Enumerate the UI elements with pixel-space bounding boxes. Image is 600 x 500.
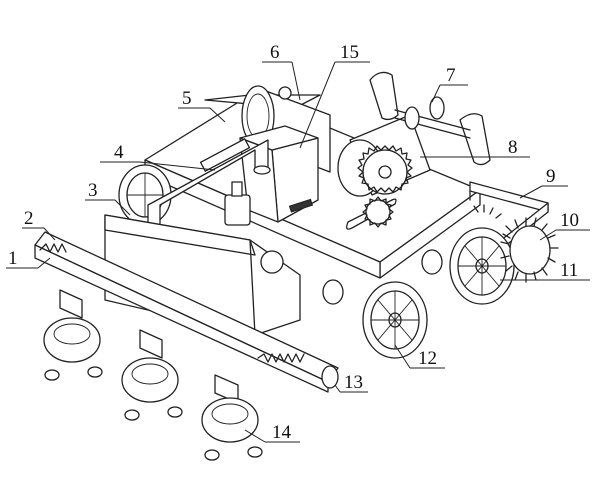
callout-4: 4 (114, 142, 124, 163)
callout-9: 9 (546, 166, 556, 187)
spray-nozzle-1 (44, 290, 102, 380)
callout-7: 7 (446, 65, 456, 86)
callout-15: 15 (340, 42, 359, 63)
callout-2: 2 (24, 208, 34, 229)
callout-13: 13 (344, 372, 363, 393)
callout-8: 8 (508, 137, 518, 158)
control-box (240, 126, 318, 222)
callout-11: 11 (560, 260, 578, 281)
spray-nozzle-3 (202, 375, 262, 460)
rear-right-wheel (450, 228, 514, 304)
callout-1: 1 (8, 248, 18, 269)
callout-3: 3 (88, 180, 98, 201)
callout-5: 5 (182, 88, 192, 109)
callout-12: 12 (418, 348, 437, 369)
callout-6: 6 (270, 42, 280, 63)
rear-left-wheel (119, 165, 171, 225)
callout-14: 14 (272, 422, 292, 443)
callout-10: 10 (560, 210, 579, 231)
spray-nozzle-2 (122, 330, 182, 420)
front-wheel-left (363, 282, 427, 358)
